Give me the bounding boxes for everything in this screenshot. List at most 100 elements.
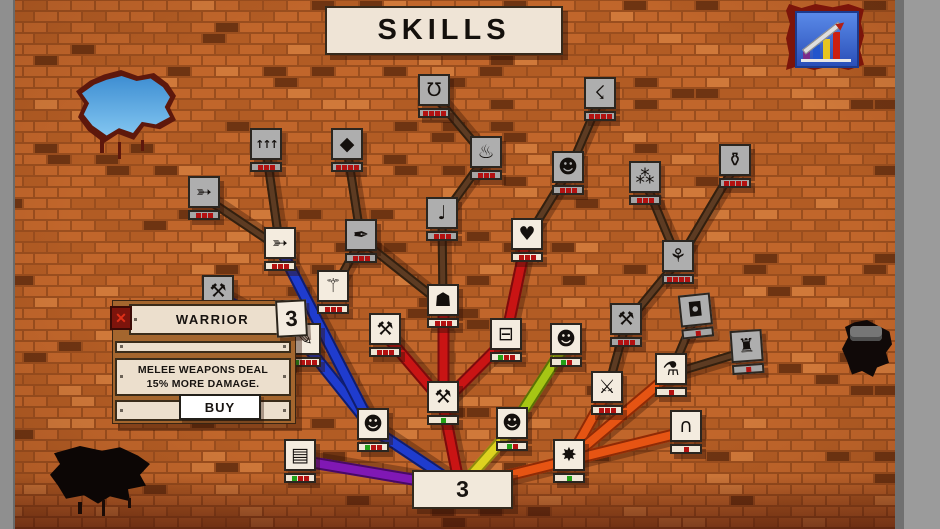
brick <box>312 67 334 76</box>
skill-node-droplet[interactable]: ◆ <box>331 128 363 172</box>
skill-points-display[interactable]: 3 <box>412 470 513 509</box>
brick <box>875 298 897 307</box>
brick <box>779 254 801 263</box>
brick <box>659 12 681 21</box>
brick <box>528 177 550 186</box>
brick <box>48 331 70 340</box>
skill-node-chimney[interactable]: ♜ <box>729 328 765 376</box>
skill-node-whetstone[interactable]: ✒ <box>345 219 377 263</box>
skill-node-lightning[interactable]: ☇ <box>584 77 616 121</box>
brick <box>480 375 502 384</box>
brick <box>371 100 393 109</box>
skill-node-smithing[interactable]: ⚒ <box>369 313 401 357</box>
brick <box>491 518 513 527</box>
brick <box>395 386 417 395</box>
buy-button[interactable]: BUY <box>179 394 261 420</box>
skill-node-cane[interactable]: ⚚ <box>317 270 349 314</box>
brick <box>35 496 57 505</box>
brick <box>720 419 742 428</box>
hammer-spark-icon: ⚒ <box>376 317 394 340</box>
brick <box>96 265 118 274</box>
skill-plate: ♥ <box>511 218 543 250</box>
brick <box>48 155 70 164</box>
skill-node-arrow-quiver[interactable]: ↑↑↑ <box>250 128 282 172</box>
skill-node-explosion[interactable]: ✸ <box>553 439 585 483</box>
pip-unpurchased <box>283 263 289 269</box>
brick <box>288 485 310 494</box>
brick <box>648 111 670 120</box>
brick <box>576 23 598 32</box>
skill-node-drumstick[interactable]: ♩ <box>426 197 458 241</box>
brick <box>312 507 334 516</box>
skill-node-beard-upper[interactable]: ☻ <box>550 323 582 367</box>
brick <box>384 507 406 516</box>
brick <box>803 210 825 219</box>
brick <box>240 287 262 296</box>
brick <box>768 45 790 54</box>
skill-plate: ♜ <box>729 328 764 364</box>
skill-node-distillery[interactable]: ⚗ <box>655 353 687 397</box>
brick <box>696 45 718 54</box>
skill-node-door[interactable]: ◘ <box>677 292 715 340</box>
skill-node-pickaxe-locked[interactable]: ⚒ <box>610 303 642 347</box>
brick <box>768 463 790 472</box>
brick <box>552 309 574 318</box>
brick <box>515 364 537 373</box>
skill-node-bills[interactable]: ▤ <box>284 439 316 483</box>
brick <box>456 309 478 318</box>
brick <box>552 265 574 274</box>
close-button[interactable]: ✕ <box>110 306 132 330</box>
brick <box>768 177 790 186</box>
skill-node-jug[interactable]: ⚱ <box>719 144 751 188</box>
brick <box>720 199 742 208</box>
skill-node-beard-lower[interactable]: ☻ <box>496 407 528 451</box>
stats-button[interactable] <box>795 11 859 68</box>
pip-unpurchased <box>434 320 440 326</box>
skill-node-person[interactable]: ☻ <box>357 408 389 452</box>
brick <box>107 430 129 439</box>
skill-node-bow-skill[interactable]: ➳ <box>264 227 296 271</box>
brick <box>683 166 705 175</box>
brick <box>491 232 513 241</box>
brick <box>384 67 406 76</box>
skill-level-pips <box>496 441 528 451</box>
skill-level-pips <box>427 318 459 328</box>
pip-unpurchased <box>364 255 370 261</box>
brick <box>803 78 825 87</box>
skill-node-particles[interactable]: ⁂ <box>629 161 661 205</box>
brick <box>635 496 657 505</box>
brick <box>59 232 81 241</box>
skill-node-hammer[interactable]: ⚒ <box>427 381 459 425</box>
skill-node-arch[interactable]: ∩ <box>670 410 702 454</box>
brick <box>792 155 814 164</box>
brick <box>563 232 585 241</box>
brick <box>264 485 286 494</box>
skill-node-bow-mastery[interactable]: ➳ <box>188 176 220 220</box>
brick <box>792 353 814 362</box>
brick <box>48 287 70 296</box>
brick <box>792 309 814 318</box>
skill-node-car[interactable]: ⊟ <box>490 318 522 362</box>
skill-node-health[interactable]: ♥ <box>511 218 543 262</box>
brick <box>696 23 718 32</box>
brick <box>563 56 585 65</box>
brick <box>563 298 585 307</box>
skill-node-tree-branch[interactable]: ⚘ <box>662 240 694 284</box>
brick <box>587 254 609 263</box>
brick <box>456 397 478 406</box>
skill-node-runner[interactable]: ☻ <box>552 151 584 195</box>
brick <box>755 430 777 439</box>
pip-unpurchased <box>277 263 283 269</box>
brick <box>600 23 622 32</box>
brick <box>875 254 897 263</box>
skill-node-cooking-pot[interactable]: ♨ <box>470 136 502 180</box>
brick <box>179 474 201 483</box>
brick <box>288 67 310 76</box>
brick <box>600 287 622 296</box>
skill-node-axe[interactable]: ⚔ <box>591 371 623 415</box>
brick <box>24 1 46 10</box>
brick <box>779 518 801 527</box>
skill-node-stomach[interactable]: ℧ <box>418 74 450 118</box>
brick <box>155 232 177 241</box>
skill-node-bread[interactable]: ☗ <box>427 284 459 328</box>
